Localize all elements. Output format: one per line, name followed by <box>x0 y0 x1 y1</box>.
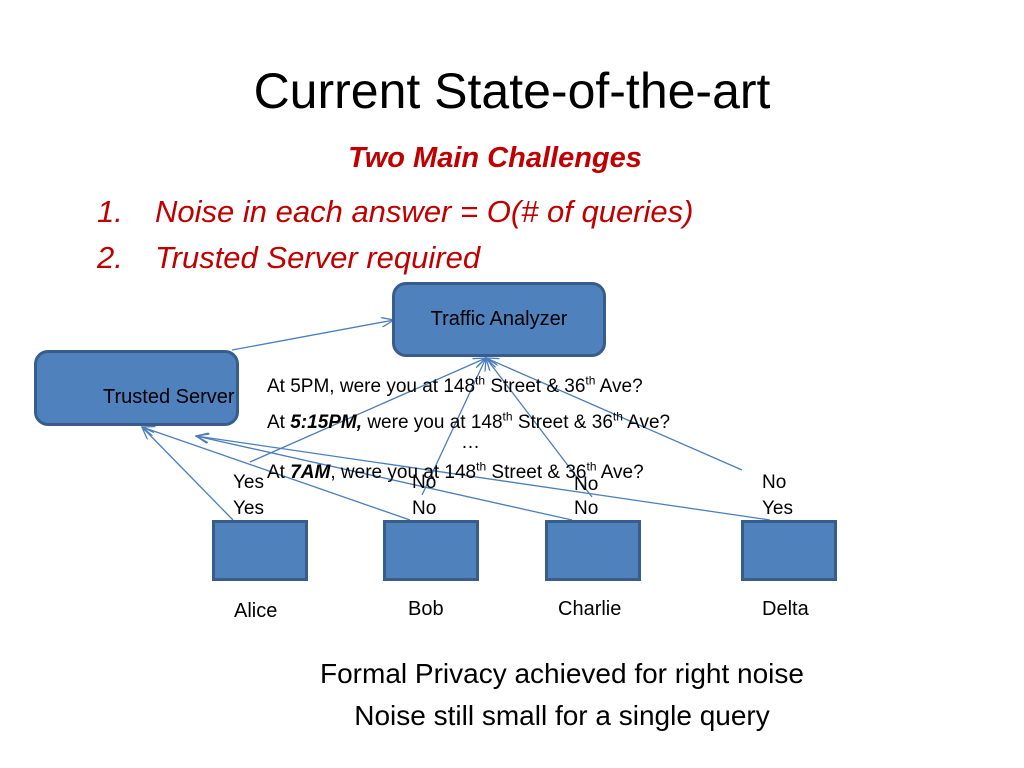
query-3-at: At <box>267 462 291 483</box>
query-1: At 5PM, were you at 148th Street & 36th … <box>267 373 643 398</box>
delta-label: Delta <box>762 598 809 620</box>
query-3-time: 7AM <box>290 462 331 483</box>
query-3-sup-1: th <box>476 459 487 474</box>
challenge-1: 1. Noise in each answer = O(# of queries) <box>97 194 693 230</box>
query-1-sup-1: th <box>475 373 486 388</box>
query-2-at: At <box>267 412 291 433</box>
arrow-delta-to-server <box>196 436 771 521</box>
delta-answer-2: Yes <box>762 498 793 519</box>
arrow-alice-to-server <box>142 427 234 521</box>
arrow-bob-to-server <box>142 427 411 521</box>
query-3-end: Ave? <box>596 462 644 483</box>
query-ellipsis: … <box>461 432 480 453</box>
charlie-box <box>545 520 641 581</box>
arrow-charlie-to-server <box>196 436 573 521</box>
footer-line-1: Formal Privacy achieved for right noise <box>320 658 804 689</box>
arrow-charlie-to-analyzer <box>486 358 593 498</box>
challenge-1-number: 1. <box>97 194 123 229</box>
arrow-bob-to-analyzer <box>421 358 486 496</box>
query-3: At 7AM, were you at 148th Street & 36th … <box>267 459 644 484</box>
arrow-delta-to-analyzer <box>486 358 743 471</box>
bob-box <box>383 520 479 581</box>
charlie-answer-2: No <box>574 498 599 519</box>
arrow-server-to-analyzer <box>231 320 394 351</box>
trusted-server-label: Trusted Server <box>103 386 235 408</box>
slide-subtitle: Two Main Challenges <box>348 142 642 174</box>
bob-answer-2: No <box>412 498 437 519</box>
slide-title: Current State-of-the-art <box>253 63 771 119</box>
traffic-analyzer-label: Traffic Analyzer <box>430 308 568 330</box>
query-2-end: Ave? <box>622 412 671 433</box>
delta-box <box>741 520 837 581</box>
bob-label: Bob <box>408 598 444 620</box>
query-1-mid: Street & 36 <box>485 376 586 397</box>
challenge-2: 2. Trusted Server required <box>97 240 480 276</box>
query-2: At 5:15PM, were you at 148th Street & 36… <box>267 409 671 434</box>
delta-answer-1: No <box>762 472 787 493</box>
alice-box <box>212 520 308 581</box>
alice-answer-1: Yes <box>233 472 264 493</box>
challenge-1-text: Noise in each answer = O(# of queries) <box>155 194 694 229</box>
trusted-server-box <box>34 350 239 426</box>
charlie-answer-1: No <box>574 474 599 495</box>
query-2-mid-2: Street & 36 <box>512 412 613 433</box>
traffic-analyzer-box <box>392 282 606 357</box>
challenge-2-text: Trusted Server required <box>155 240 481 275</box>
query-2-mid-1: were you at 148 <box>362 412 503 433</box>
query-1-sup-2: th <box>585 373 596 388</box>
challenge-2-number: 2. <box>97 240 123 275</box>
query-3-mid-1: , were you at 148 <box>330 462 477 483</box>
query-2-sup-2: th <box>612 409 623 424</box>
arrow-trusted-to-analyzer <box>249 358 486 463</box>
alice-answer-2: Yes <box>233 498 264 519</box>
query-1-prefix: At 5PM, were you at 148 <box>267 376 476 397</box>
charlie-label: Charlie <box>558 598 622 620</box>
query-3-sup-2: th <box>586 459 597 474</box>
bob-answer-1: No <box>412 472 437 493</box>
alice-label: Alice <box>234 600 278 622</box>
query-3-mid-2: Street & 36 <box>486 462 587 483</box>
query-1-end: Ave? <box>595 376 643 397</box>
query-2-sup-1: th <box>502 409 513 424</box>
query-2-time: 5:15PM, <box>290 412 363 433</box>
footer-line-2: Noise still small for a single query <box>354 700 770 731</box>
